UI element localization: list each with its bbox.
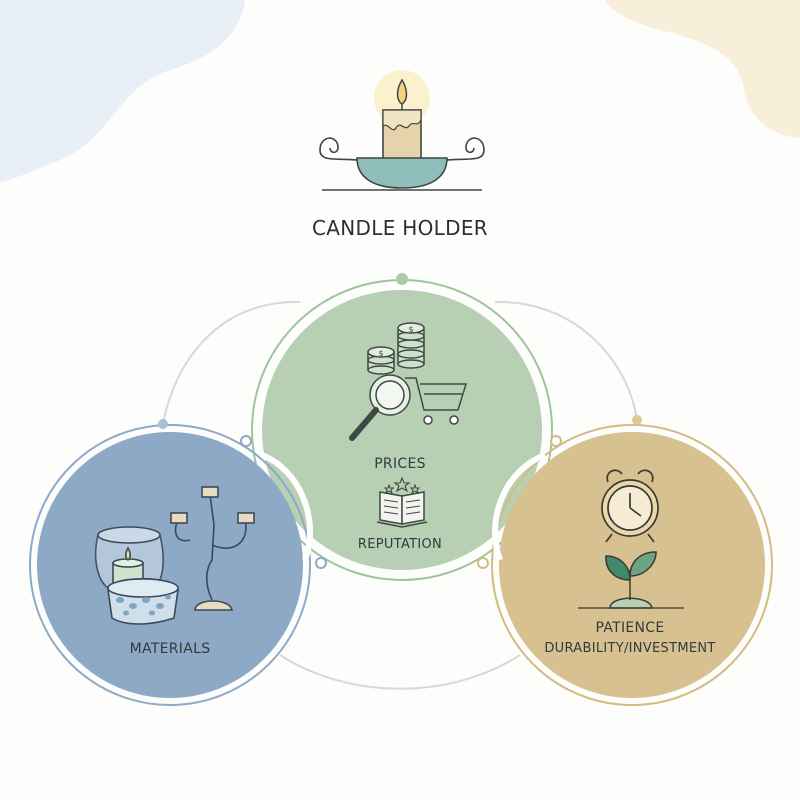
- sprout-icon: [578, 551, 684, 609]
- patience-label: PATIENCE: [595, 620, 665, 636]
- candle-holder-icon: [319, 70, 485, 191]
- connector-lines: [162, 300, 638, 690]
- prices-label: PRICES: [374, 456, 426, 472]
- alarm-clock-icon: [601, 469, 659, 543]
- reputation-label: REPUTATION: [357, 537, 443, 552]
- svg-text:$: $: [378, 349, 383, 358]
- durability-investment-label: DURABILITY/INVESTMENT: [544, 641, 716, 656]
- svg-text:$: $: [408, 325, 413, 334]
- materials-label: MATERIALS: [129, 641, 211, 657]
- top-right-blob: [605, 0, 800, 138]
- overlap-rings: [260, 452, 547, 562]
- candle-jars-candelabra-icon: [94, 486, 255, 625]
- coins-magnifier-cart-icon: $ $: [349, 322, 468, 441]
- connector-dots: [158, 273, 642, 569]
- top-left-blob: [0, 0, 245, 182]
- open-book-stars-icon: [376, 476, 428, 528]
- materials-circle: [29, 424, 311, 706]
- diagram-title: CANDLE HOLDER: [312, 216, 488, 240]
